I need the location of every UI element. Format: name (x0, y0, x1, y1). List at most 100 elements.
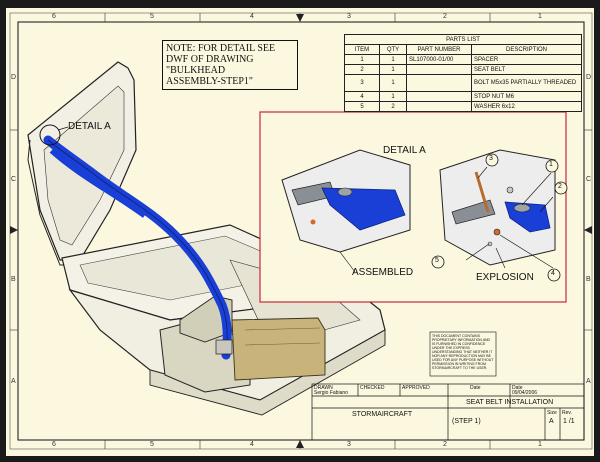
cell (406, 74, 472, 92)
drawing-title: SEAT BELT INSTALLATION (466, 399, 554, 406)
cell: 3 (344, 74, 380, 92)
company-name: STORMAIRCRAFT (352, 411, 413, 418)
date-label: Date (470, 385, 481, 391)
cell: 2 (379, 101, 407, 112)
explosion-view (439, 149, 556, 266)
zone-top-2: 2 (443, 13, 447, 20)
spacer (231, 317, 326, 381)
seat-pan-inner (79, 235, 312, 301)
zone-top-1: 1 (538, 13, 542, 20)
col-qty: QTY (379, 44, 407, 55)
balloon-1 (545, 159, 559, 173)
cell: SPACER (471, 54, 582, 65)
assembled-belt (321, 187, 406, 231)
title-block (311, 383, 585, 441)
balloon-5 (431, 255, 445, 269)
note-line-3: "BULKHEAD (166, 65, 226, 76)
drawing-date: 09/04/2006 (512, 390, 538, 396)
confidential-text: THIS DOCUMENT CONTAINS PROPRIETARY INFOR… (432, 334, 494, 370)
zone-bottom-6: 6 (52, 441, 56, 448)
drawing-subtitle: (STEP 1) (452, 418, 481, 425)
belt-buckle (215, 339, 233, 355)
balloon-leaders (465, 166, 554, 269)
zone-bottom-3: 3 (347, 441, 351, 448)
zone-bottom-4: 4 (250, 441, 254, 448)
cell: 1 (379, 74, 407, 92)
cell: 2 (344, 64, 380, 75)
balloon-3-label: 3 (489, 155, 493, 162)
cell (406, 91, 472, 102)
center-mark-right (584, 226, 592, 234)
cell: BOLT M5x35 PARTIALLY THREADED (471, 74, 582, 92)
exploded-bolt (474, 171, 490, 213)
detail-a-marker (39, 124, 61, 146)
balloon-1-label: 1 (549, 161, 553, 168)
balloon-5-label: 5 (435, 257, 439, 264)
zone-right-b: B (586, 276, 591, 283)
size-label: Size (547, 410, 557, 416)
parts-row-4: 4 1 STOP NUT M6 (344, 91, 582, 102)
parts-row-3: 3 1 BOLT M5x35 PARTIALLY THREADED (344, 74, 582, 92)
zone-right-c: C (586, 176, 592, 183)
sheet-value: 1 /1 (563, 418, 575, 425)
sheet-label: Rev. (562, 410, 572, 416)
cell: SL107000-01/00 (406, 54, 472, 65)
zone-bottom-5: 5 (150, 441, 154, 448)
seat-belt-edge (47, 139, 228, 356)
base-side (149, 329, 386, 416)
zone-top-4: 4 (250, 13, 254, 20)
zone-bottom-2: 2 (443, 441, 447, 448)
balloons (431, 153, 568, 282)
exploded-nut (493, 228, 501, 236)
cell: 1 (379, 91, 407, 102)
note-line-2: DWF OF DRAWING (166, 54, 254, 65)
assembled-nut (310, 219, 316, 225)
cell: 1 (379, 54, 407, 65)
drawn-label: DRAWN (314, 385, 333, 391)
zone-left-c: C (11, 176, 17, 183)
assembled-label: ASSEMBLED (352, 267, 414, 278)
zone-left-a: A (11, 378, 16, 385)
center-mark-left (10, 226, 18, 234)
parts-list: PARTS LIST ITEM QTY PART NUMBER DESCRIPT… (344, 34, 582, 112)
balloon-4-label: 4 (551, 270, 555, 277)
balloon-3 (485, 153, 499, 167)
parts-row-2: 2 1 SEAT BELT (344, 64, 582, 75)
balloon-2 (554, 181, 568, 195)
cell: WASHER 6x12 (471, 101, 582, 112)
zone-top-3: 3 (347, 13, 351, 20)
cell: 1 (379, 64, 407, 75)
parts-row-5: 5 2 WASHER 6x12 (344, 101, 582, 112)
size-value: A (549, 418, 554, 425)
cell: 4 (344, 91, 380, 102)
cell: STOP NUT M6 (471, 91, 582, 102)
col-part-number: PART NUMBER (406, 44, 472, 55)
confidential-box (429, 331, 497, 377)
zone-top-6: 6 (52, 13, 56, 20)
zone-right-d: D (586, 74, 592, 81)
date-label-2: Date (512, 385, 523, 391)
cell: 5 (344, 101, 380, 112)
note-line-1: NOTE: FOR DETAIL SEE (166, 43, 276, 54)
col-item: ITEM (344, 44, 380, 55)
parts-list-title: PARTS LIST (344, 34, 582, 45)
checked-label: CHECKED (360, 385, 385, 391)
zone-right-a: A (586, 378, 591, 385)
parts-row-1: 1 1 SL107000-01/00 SPACER (344, 54, 582, 65)
balloon-4 (547, 268, 561, 282)
col-description: DESCRIPTION (471, 44, 582, 55)
cell (406, 101, 472, 112)
center-mark-bottom (296, 440, 304, 448)
drawing-frame (17, 21, 585, 441)
balloon-2-label: 2 (558, 183, 562, 190)
note-line-4: ASSEMBLY-STEP1" (166, 76, 253, 87)
zone-bottom-1: 1 (538, 441, 542, 448)
zone-top-5: 5 (150, 13, 154, 20)
drawn-by: Sergio Fabiano (314, 390, 348, 396)
drawing-note: NOTE: FOR DETAIL SEE DWF OF DRAWING "BUL… (162, 40, 298, 90)
zone-left-d: D (11, 74, 17, 81)
cell: SEAT BELT (471, 64, 582, 75)
cell: 1 (344, 54, 380, 65)
